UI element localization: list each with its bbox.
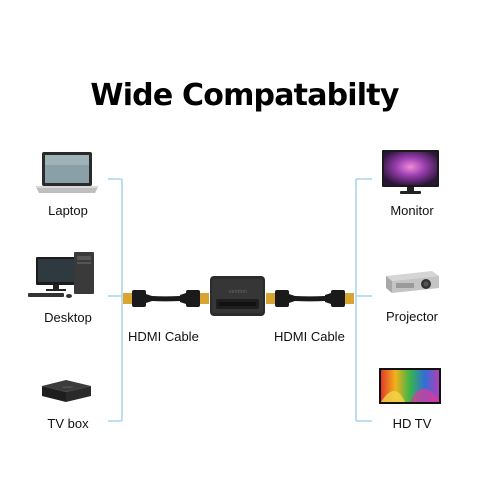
hdmi-coupler[interactable] (210, 276, 265, 316)
right-hdmi-cable (266, 290, 354, 307)
coupler-brand: vention (228, 289, 248, 295)
display-label-hdtv: HD TV (392, 416, 432, 431)
monitor-icon (382, 150, 439, 194)
page-title: Wide Compatabilty (90, 78, 399, 113)
right-bracket (355, 178, 372, 422)
source-label-laptop: Laptop (48, 203, 88, 218)
display-label-monitor: Monitor (390, 203, 434, 218)
svg-text:vention: vention (62, 385, 73, 389)
hdtv-icon (379, 368, 441, 404)
right-cable-label: HDMI Cable (274, 329, 345, 344)
source-label-tv-box: TV box (47, 416, 89, 431)
display-label-projector: Projector (385, 309, 439, 324)
laptop-icon (36, 152, 98, 193)
left-hdmi-cable (123, 290, 209, 307)
projector-icon (386, 271, 439, 293)
tv-box-icon: vention (42, 380, 91, 402)
source-label-desktop: Desktop (44, 310, 92, 325)
left-cable-label: HDMI Cable (128, 329, 199, 344)
left-bracket (108, 178, 123, 422)
desktop-icon (28, 252, 94, 298)
